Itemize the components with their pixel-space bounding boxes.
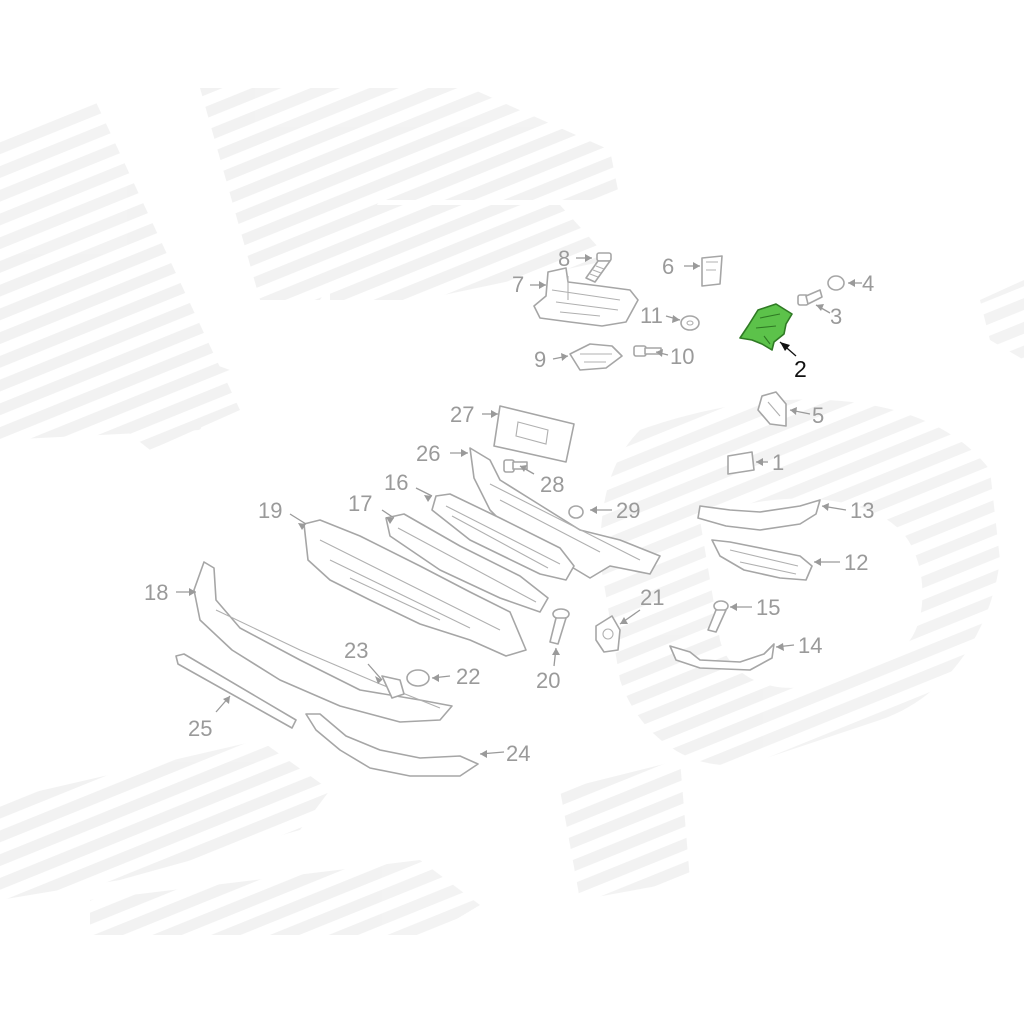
callout-labels: 1 2 3 4 5 6 7 8 9 10 11 12 13 14 15 16 1…	[144, 246, 874, 766]
part-2-bracket-highlighted	[739, 303, 793, 351]
leader-16	[415, 487, 433, 497]
arrowhead-3	[816, 304, 824, 311]
arrowhead-16	[424, 495, 432, 502]
callout-22[interactable]: 22	[456, 664, 480, 689]
part-13-trim	[697, 499, 821, 531]
callout-5[interactable]: 5	[812, 403, 824, 428]
callout-28[interactable]: 28	[540, 472, 564, 497]
part-17-grille	[385, 513, 549, 613]
part-20-screw	[549, 608, 570, 645]
callout-18[interactable]: 18	[144, 580, 168, 605]
part-29-clip	[568, 505, 584, 519]
callout-24[interactable]: 24	[506, 741, 530, 766]
callout-14[interactable]: 14	[798, 633, 822, 658]
callout-29[interactable]: 29	[616, 498, 640, 523]
callout-26[interactable]: 26	[416, 441, 440, 466]
callout-17[interactable]: 17	[348, 491, 372, 516]
arrowhead-21	[620, 617, 628, 624]
callout-6[interactable]: 6	[662, 254, 674, 279]
arrowhead-9	[561, 353, 568, 361]
arrowhead-19	[298, 523, 306, 530]
part-6-clip	[701, 255, 723, 287]
callout-19[interactable]: 19	[258, 498, 282, 523]
callout-8[interactable]: 8	[558, 246, 570, 271]
callout-25[interactable]: 25	[188, 716, 212, 741]
arrowhead-20	[552, 648, 560, 655]
arrowhead-5	[790, 407, 797, 415]
part-15-screw	[707, 600, 729, 633]
arrowhead-25	[223, 696, 230, 704]
callout-15[interactable]: 15	[756, 595, 780, 620]
arrowhead-24	[480, 750, 487, 758]
arrowhead-2	[780, 342, 790, 351]
part-16-grille	[431, 493, 575, 581]
arrowhead-28	[520, 465, 527, 472]
arrowhead-10	[656, 349, 663, 357]
part-27-plate	[493, 405, 575, 463]
part-12-insert	[711, 539, 813, 581]
part-11-washer	[680, 315, 700, 331]
arrowhead-13	[822, 503, 829, 511]
arrowhead-6	[693, 262, 700, 270]
callout-12[interactable]: 12	[844, 550, 868, 575]
part-7-bracket	[533, 267, 639, 327]
arrowhead-18	[189, 588, 196, 596]
arrowhead-15	[730, 603, 737, 611]
arrowhead-12	[814, 558, 821, 566]
callout-2[interactable]: 2	[794, 356, 807, 382]
leader-lines	[176, 254, 862, 758]
leader-17	[381, 509, 395, 519]
part-19-grille	[303, 519, 527, 657]
part-4-nut	[827, 275, 845, 291]
callout-10[interactable]: 10	[670, 344, 694, 369]
arrowhead-23	[375, 676, 382, 684]
part-8-bolt	[585, 252, 612, 283]
arrowhead-7	[539, 281, 546, 289]
callout-4[interactable]: 4	[862, 271, 874, 296]
arrowhead-27	[491, 410, 498, 418]
arrowhead-22	[432, 674, 439, 682]
callout-27[interactable]: 27	[450, 402, 474, 427]
arrowhead-26	[461, 449, 468, 457]
part-10-bolt	[633, 345, 662, 357]
arrowhead-4	[848, 279, 855, 287]
arrowhead-11	[672, 315, 680, 323]
arrowhead-17	[386, 517, 394, 524]
callout-1[interactable]: 1	[772, 450, 784, 475]
part-9-bracket	[569, 343, 623, 371]
part-21-bracket	[595, 615, 621, 653]
callout-9[interactable]: 9	[534, 347, 546, 372]
callout-3[interactable]: 3	[830, 304, 842, 329]
callout-13[interactable]: 13	[850, 498, 874, 523]
leader-23	[367, 663, 383, 681]
part-5-bracket	[757, 391, 787, 427]
part-23-clip	[381, 675, 405, 699]
arrowhead-1	[756, 458, 763, 466]
part-25-strip	[175, 653, 297, 729]
callout-23[interactable]: 23	[344, 638, 368, 663]
part-28-screw	[503, 459, 528, 473]
arrowhead-8	[585, 254, 592, 262]
part-3-bolt	[797, 289, 823, 306]
callout-11[interactable]: 11	[640, 303, 663, 328]
watermark-logo	[0, 88, 1024, 935]
leader-19	[289, 513, 307, 525]
part-14-bracket	[669, 643, 775, 671]
callout-20[interactable]: 20	[536, 668, 560, 693]
part-18-bumper-cover	[193, 561, 453, 723]
part-24-lip	[305, 713, 479, 777]
callout-7[interactable]: 7	[512, 272, 524, 297]
arrowhead-29	[590, 506, 597, 514]
part-22-plug	[406, 669, 430, 687]
callout-16[interactable]: 16	[384, 470, 408, 495]
arrowhead-14	[776, 643, 784, 651]
callout-21[interactable]: 21	[640, 585, 664, 610]
part-1-cover	[727, 451, 755, 475]
